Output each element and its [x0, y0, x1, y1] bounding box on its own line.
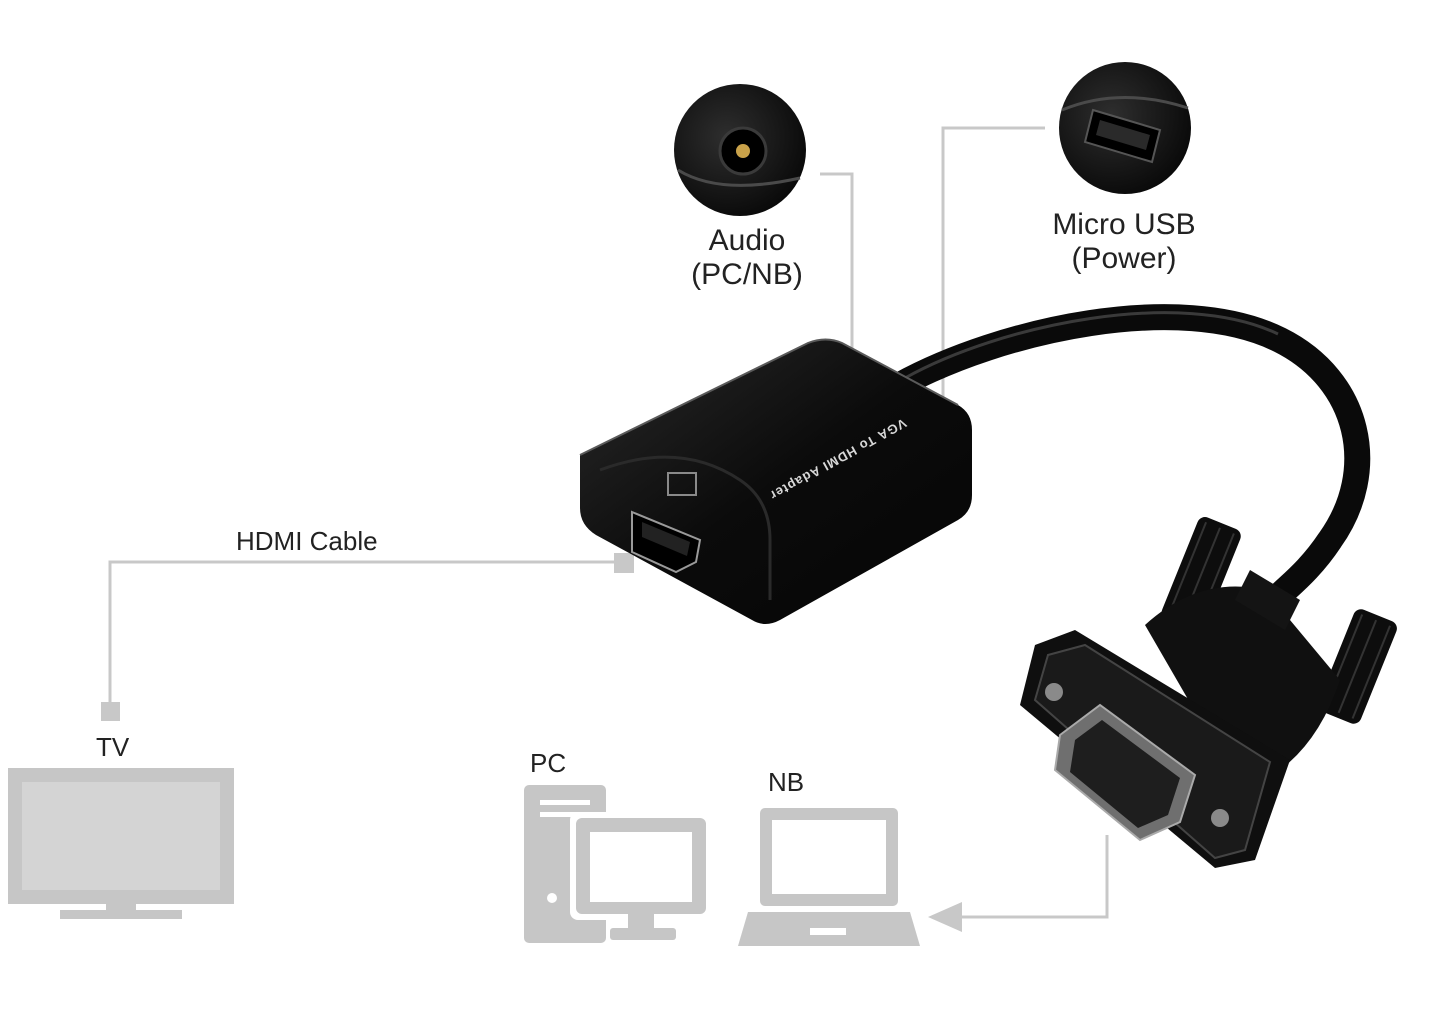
- leader-lines: [108, 126, 1109, 919]
- pc-label: PC: [530, 748, 567, 778]
- screw-icon: [1211, 809, 1229, 827]
- vga-leader-line: [945, 835, 1109, 919]
- audio-label: Audio (PC/NB): [682, 224, 812, 292]
- audio-leader-line: [820, 172, 854, 355]
- micro-usb-label-line1: Micro USB: [1052, 208, 1196, 241]
- arrow-head-icon: [928, 902, 962, 932]
- vga-cable: [887, 304, 1371, 608]
- audio-label-line2: (PC/NB): [691, 258, 803, 291]
- micro-usb-port-closeup-icon: [1059, 62, 1191, 194]
- tv-label: TV: [96, 732, 130, 762]
- micro-usb-label: Micro USB (Power): [1038, 208, 1210, 276]
- nb-label: NB: [768, 767, 805, 797]
- hdmi-leader-line: [108, 560, 625, 705]
- display-logo-icon: [667, 472, 697, 496]
- usb-leader-line: [941, 126, 1045, 400]
- micro-usb-label-line2: (Power): [1071, 242, 1177, 275]
- tv-endpoint-marker: [101, 702, 120, 721]
- vga-connector: [1020, 517, 1397, 868]
- audio-jack-closeup-icon: [674, 84, 806, 216]
- hdmi-endpoint-marker: [614, 553, 634, 573]
- hdmi-cable-label: HDMI Cable: [236, 526, 378, 556]
- desktop-pc-icon: [524, 785, 712, 943]
- audio-label-line1: Audio: [708, 224, 786, 257]
- laptop-icon: [738, 808, 920, 946]
- vga-to-hdmi-adapter: [579, 338, 972, 624]
- tv-icon: [8, 768, 234, 919]
- screw-icon: [1045, 683, 1063, 701]
